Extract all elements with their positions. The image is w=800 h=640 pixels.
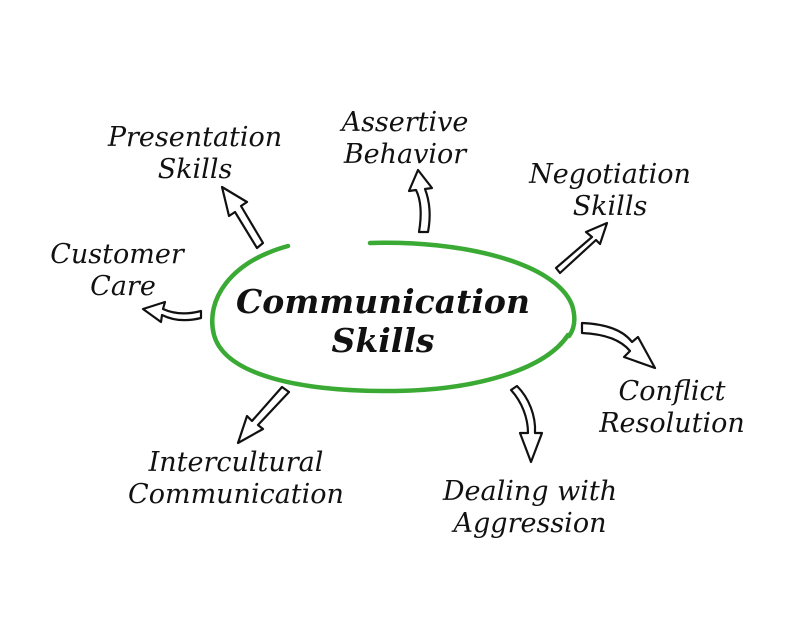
arrow-icon: [141, 300, 203, 324]
dealing-with-aggression-line1: Dealing with: [442, 476, 617, 507]
arrow-icon: [407, 168, 434, 234]
arrow-icon: [580, 321, 657, 370]
customer-care-line2: Care: [90, 271, 156, 302]
negotiation-skills-line1: Negotiation: [528, 159, 691, 190]
ellipse-stroke-left: [210, 243, 571, 394]
center-ellipse: [210, 240, 577, 394]
arrow-icon: [220, 185, 265, 250]
ellipse-stroke-right: [367, 240, 577, 339]
intercultural-communication-line1: Intercultural: [148, 447, 324, 478]
arrow-customer: [141, 300, 203, 324]
arrow-conflict: [580, 321, 657, 370]
arrow-presentation: [220, 185, 265, 250]
intercultural-communication-line2: Communication: [128, 479, 344, 510]
arrow-assertive: [407, 168, 434, 234]
arrow-negotiation: [554, 221, 609, 275]
dealing-with-aggression-line2: Aggression: [451, 508, 607, 539]
arrow-intercultural: [236, 385, 291, 445]
assertive-behavior-line2: Behavior: [343, 139, 468, 170]
presentation-skills-line1: Presentation: [107, 122, 282, 153]
conflict-resolution-line1: Conflict: [619, 376, 726, 407]
presentation-skills-line2: Skills: [158, 154, 233, 185]
arrow-icon: [554, 221, 609, 275]
assertive-behavior-line1: Assertive: [339, 107, 469, 138]
conflict-resolution-line2: Resolution: [598, 408, 745, 439]
center-title-line1: Communication: [236, 282, 530, 321]
negotiation-skills-line2: Skills: [573, 191, 648, 222]
customer-care-line1: Customer: [50, 239, 186, 270]
center-title-line2: Skills: [332, 321, 435, 360]
arrow-icon: [509, 384, 544, 464]
arrow-aggression: [509, 384, 544, 464]
arrow-icon: [236, 385, 291, 445]
